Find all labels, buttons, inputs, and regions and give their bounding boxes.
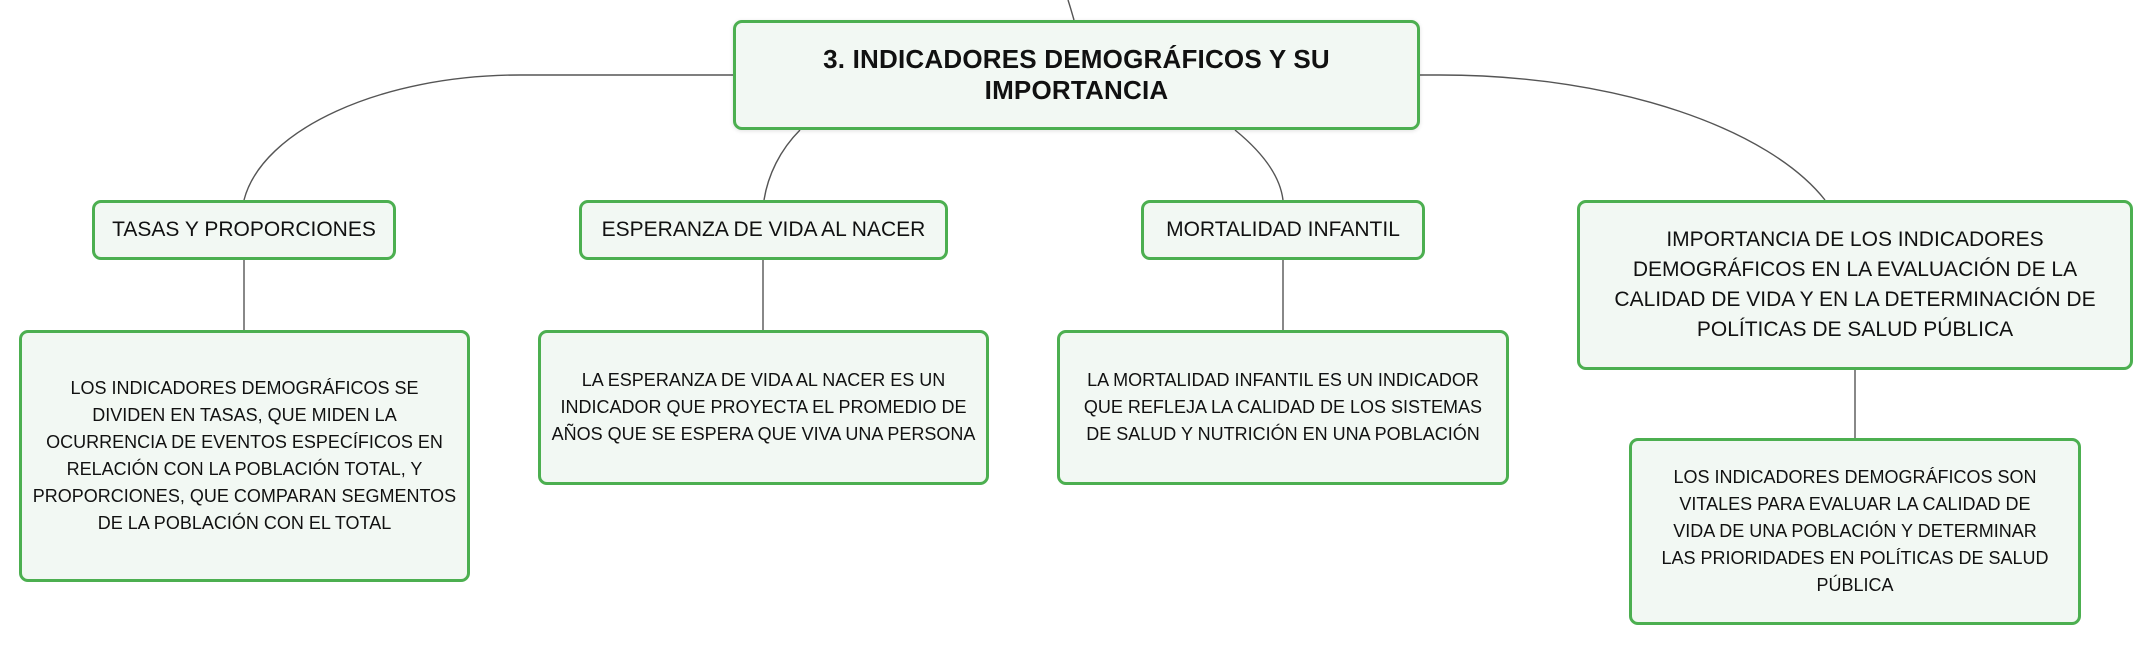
connector-parent-to-root [1067, 0, 1075, 21]
topic-node-esperanza[interactable]: ESPERANZA DE VIDA AL NACER [579, 200, 948, 260]
detail-text-mortalidad: LA MORTALIDAD INFANTIL ES UN INDICADOR Q… [1083, 370, 1483, 444]
topic-node-tasas[interactable]: TASAS Y PROPORCIONES [92, 200, 396, 260]
connector-root-to-importancia [1420, 74, 1826, 201]
topic-label-mortalidad: MORTALIDAD INFANTIL [1166, 218, 1400, 241]
root-topic-node[interactable]: 3. INDICADORES DEMOGRÁFICOS Y SU IMPORTA… [733, 20, 1420, 130]
detail-node-esperanza[interactable]: LA ESPERANZA DE VIDA AL NACER ES UN INDI… [538, 330, 989, 485]
detail-text-importancia: LOS INDICADORES DEMOGRÁFICOS SON VITALES… [1661, 467, 2049, 595]
detail-text-esperanza: LA ESPERANZA DE VIDA AL NACER ES UN INDI… [551, 370, 976, 444]
detail-node-importancia[interactable]: LOS INDICADORES DEMOGRÁFICOS SON VITALES… [1629, 438, 2081, 625]
root-topic-label: 3. INDICADORES DEMOGRÁFICOS Y SU IMPORTA… [823, 44, 1330, 105]
connector-root-to-tasas [243, 74, 733, 201]
topic-label-tasas: TASAS Y PROPORCIONES [112, 218, 376, 241]
detail-node-mortalidad[interactable]: LA MORTALIDAD INFANTIL ES UN INDICADOR Q… [1057, 330, 1509, 485]
connector-root-to-mortalidad [1234, 129, 1284, 201]
detail-node-tasas[interactable]: LOS INDICADORES DEMOGRÁFICOS SE DIVIDEN … [19, 330, 470, 582]
topic-node-mortalidad[interactable]: MORTALIDAD INFANTIL [1141, 200, 1425, 260]
connector-root-to-esperanza [763, 129, 801, 201]
detail-text-tasas: LOS INDICADORES DEMOGRÁFICOS SE DIVIDEN … [32, 378, 457, 533]
topic-label-esperanza: ESPERANZA DE VIDA AL NACER [601, 218, 926, 241]
topic-label-importancia: IMPORTANCIA DE LOS INDICADORES DEMOGRÁFI… [1614, 228, 2096, 341]
topic-node-importancia[interactable]: IMPORTANCIA DE LOS INDICADORES DEMOGRÁFI… [1577, 200, 2133, 370]
